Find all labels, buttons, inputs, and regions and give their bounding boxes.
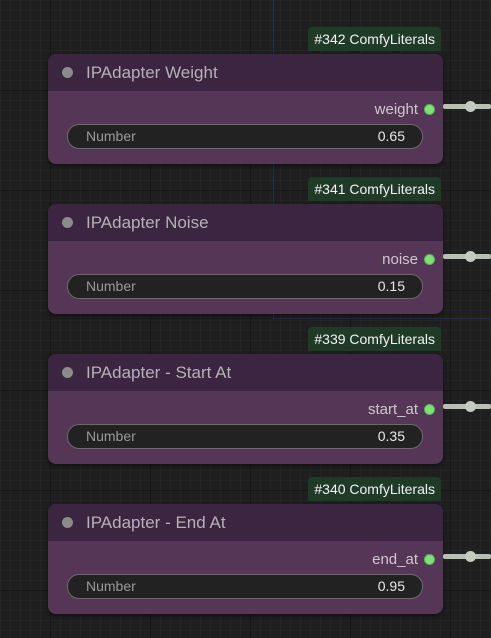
output-label: noise (382, 251, 418, 268)
widget-name: Number (86, 578, 136, 594)
widget-value: 0.95 (377, 578, 405, 594)
node-ipadapter-weight[interactable]: #342 ComfyLiterals IPAdapter Weight weig… (48, 27, 443, 164)
node-header[interactable]: IPAdapter Weight (48, 54, 443, 91)
output-slot-icon[interactable] (424, 554, 435, 565)
output-label: end_at (372, 551, 418, 568)
node-ipadapter-noise[interactable]: #341 ComfyLiterals IPAdapter Noise noise… (48, 177, 443, 314)
collapse-dot-icon[interactable] (62, 367, 73, 378)
widget-value: 0.65 (377, 128, 405, 144)
node-id-badge: #342 ComfyLiterals (308, 27, 441, 51)
output-label: start_at (367, 401, 418, 418)
node-id-badge: #341 ComfyLiterals (308, 177, 441, 201)
node-header[interactable]: IPAdapter - Start At (48, 354, 443, 391)
node-ipadapter-start-at[interactable]: #339 ComfyLiterals IPAdapter - Start At … (48, 327, 443, 464)
widget-value: 0.35 (377, 428, 405, 444)
number-widget[interactable]: Number 0.65 (67, 124, 423, 149)
output-slot-icon[interactable] (424, 104, 435, 115)
output-slot-icon[interactable] (424, 404, 435, 415)
canvas-group-edge-horizontal (273, 318, 491, 319)
number-widget[interactable]: Number 0.95 (67, 574, 423, 599)
node-title: IPAdapter - Start At (86, 363, 232, 382)
node-header[interactable]: IPAdapter Noise (48, 204, 443, 241)
node-header[interactable]: IPAdapter - End At (48, 504, 443, 541)
output-slot-icon[interactable] (424, 254, 435, 265)
link-midpoint-icon[interactable] (465, 551, 476, 562)
widget-name: Number (86, 278, 136, 294)
number-widget[interactable]: Number 0.35 (67, 424, 423, 449)
link-midpoint-icon[interactable] (465, 401, 476, 412)
link-midpoint-icon[interactable] (465, 101, 476, 112)
widget-name: Number (86, 428, 136, 444)
node-title: IPAdapter Noise (86, 213, 209, 232)
collapse-dot-icon[interactable] (62, 67, 73, 78)
link-midpoint-icon[interactable] (465, 251, 476, 262)
node-id-badge: #340 ComfyLiterals (308, 477, 441, 501)
collapse-dot-icon[interactable] (62, 217, 73, 228)
widget-value: 0.15 (377, 278, 405, 294)
node-title: IPAdapter - End At (86, 513, 226, 532)
collapse-dot-icon[interactable] (62, 517, 73, 528)
node-title: IPAdapter Weight (86, 63, 218, 82)
output-label: weight (374, 101, 418, 118)
widget-name: Number (86, 128, 136, 144)
node-id-badge: #339 ComfyLiterals (308, 327, 441, 351)
number-widget[interactable]: Number 0.15 (67, 274, 423, 299)
node-ipadapter-end-at[interactable]: #340 ComfyLiterals IPAdapter - End At en… (48, 477, 443, 614)
